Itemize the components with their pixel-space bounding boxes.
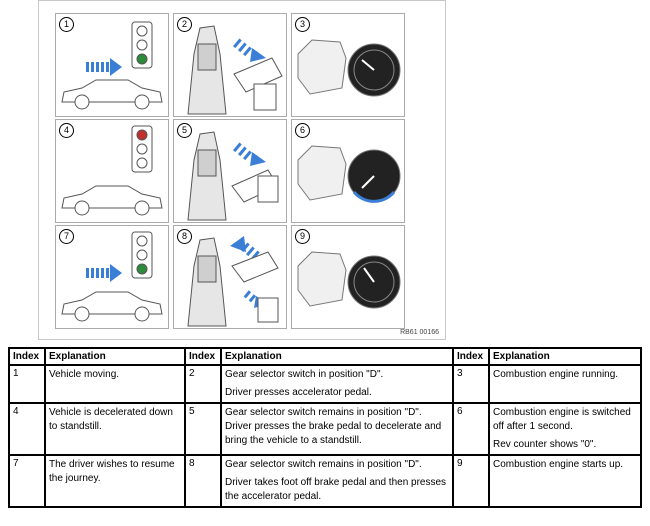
panel-number: 6 — [295, 123, 310, 138]
panel-number: 2 — [177, 17, 192, 32]
panel-number: 9 — [295, 229, 310, 244]
panel-7: 7 — [55, 225, 169, 329]
car-stopping-red-light-image — [61, 125, 163, 216]
panel-3: 3 — [291, 13, 405, 117]
panel-number: 8 — [177, 229, 192, 244]
panel-5: 5 — [173, 119, 287, 223]
explanation-cell: Gear selector switch remains in position… — [220, 454, 454, 508]
panel-4: 4 — [55, 119, 169, 223]
index-cell: 1 — [8, 364, 46, 404]
table-row: 1 Vehicle moving. 2 Gear selector switch… — [8, 364, 642, 404]
column-header: Index — [452, 347, 490, 366]
column-header: Explanation — [220, 347, 454, 366]
panel-1: 1 — [55, 13, 169, 117]
panel-number: 4 — [59, 123, 74, 138]
index-cell: 6 — [452, 402, 490, 456]
car-resume-green-light-image — [61, 231, 163, 322]
index-cell: 3 — [452, 364, 490, 404]
panel-number: 1 — [59, 17, 74, 32]
panel-number: 5 — [177, 123, 192, 138]
panel-2: 2 — [173, 13, 287, 117]
gear-selector-accelerator-image — [187, 25, 283, 115]
index-cell: 4 — [8, 402, 46, 456]
index-cell: 8 — [184, 454, 222, 508]
column-header: Index — [184, 347, 222, 366]
explanation-cell: Vehicle is decelerated down to standstil… — [44, 402, 186, 456]
figure-code: RB61 00166 — [400, 329, 439, 336]
index-cell: 2 — [184, 364, 222, 404]
panel-6: 6 — [291, 119, 405, 223]
index-cell: 7 — [8, 454, 46, 508]
engine-start-rev-counter-image — [297, 251, 401, 309]
engine-off-rev-counter-image — [297, 145, 401, 203]
car-moving-green-light-image — [61, 21, 163, 110]
table-header-row: Index Explanation Index Explanation Inde… — [8, 347, 642, 366]
table-row: 4 Vehicle is decelerated down to standst… — [8, 402, 642, 456]
explanation-cell: Vehicle moving. — [44, 364, 186, 404]
explanation-cell: Gear selector switch remains in position… — [220, 402, 454, 456]
illustration-figure: 1 2 3 4 — [38, 0, 446, 340]
gear-selector-brake-image — [187, 131, 279, 221]
engine-running-rev-counter-image — [297, 39, 401, 97]
explanation-cell: Combustion engine running. — [488, 364, 642, 404]
table-row: 7 The driver wishes to resume the journe… — [8, 454, 642, 508]
explanation-cell: Combustion engine is switched off after … — [488, 402, 642, 456]
explanation-table: Index Explanation Index Explanation Inde… — [8, 347, 642, 508]
panel-8: 8 — [173, 225, 287, 329]
panel-number: 7 — [59, 229, 74, 244]
index-cell: 5 — [184, 402, 222, 456]
column-header: Index — [8, 347, 46, 366]
explanation-cell: Gear selector switch in position "D".Dri… — [220, 364, 454, 404]
column-header: Explanation — [488, 347, 642, 366]
index-cell: 9 — [452, 454, 490, 508]
explanation-cell: The driver wishes to resume the journey. — [44, 454, 186, 508]
panel-number: 3 — [295, 17, 310, 32]
explanation-cell: Combustion engine starts up. — [488, 454, 642, 508]
panel-9: 9 — [291, 225, 405, 329]
column-header: Explanation — [44, 347, 186, 366]
gear-selector-release-brake-image — [187, 236, 279, 327]
